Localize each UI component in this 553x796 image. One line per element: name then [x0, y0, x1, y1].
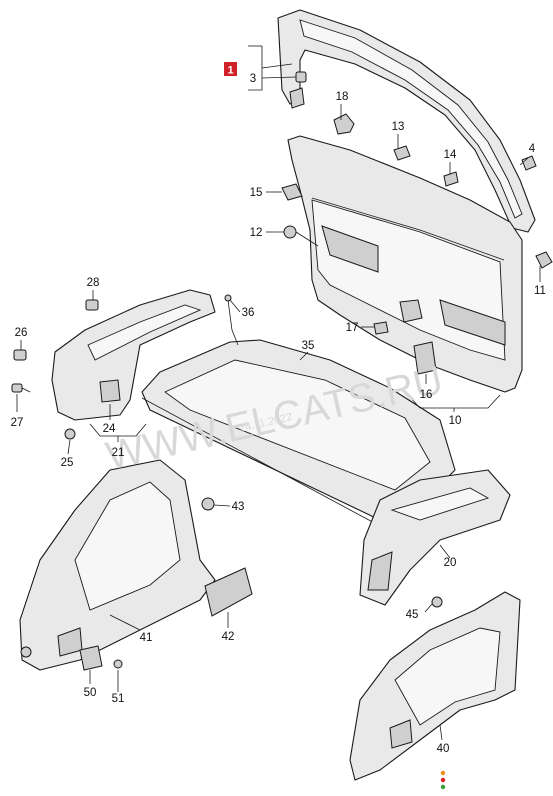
- highlight-number: 1: [227, 65, 233, 77]
- tailgate-upper-trim[interactable]: [277, 9, 536, 233]
- status-indicator: [440, 770, 446, 790]
- clip-11[interactable]: [535, 251, 553, 269]
- callout-4[interactable]: 4: [529, 143, 536, 155]
- callout-26[interactable]: 26: [15, 327, 28, 339]
- highlight-badge[interactable]: 1: [224, 62, 237, 77]
- indicator-dot-red: [440, 777, 446, 783]
- callout-27[interactable]: 27: [11, 417, 24, 429]
- callout-10[interactable]: 10: [449, 415, 462, 427]
- callout-35[interactable]: 35: [302, 340, 315, 352]
- left-upper-trim[interactable]: [51, 289, 216, 421]
- callout-25[interactable]: 25: [61, 457, 74, 469]
- screw-27[interactable]: [11, 383, 31, 393]
- callout-24[interactable]: 24: [103, 423, 116, 435]
- clip-3[interactable]: [295, 71, 307, 83]
- callouts: 3 4 18 13 14 15 12 11 17 16 10 28 26 27 …: [11, 73, 546, 755]
- screw-12[interactable]: [283, 225, 319, 247]
- clip-18[interactable]: [333, 113, 355, 135]
- callout-50[interactable]: 50: [84, 687, 97, 699]
- callout-51[interactable]: 51: [112, 693, 125, 705]
- leader-lines: [16, 45, 541, 741]
- callout-16[interactable]: 16: [420, 389, 433, 401]
- bracket-50[interactable]: [79, 645, 103, 671]
- callout-43[interactable]: 43: [232, 501, 245, 513]
- callout-18[interactable]: 18: [336, 91, 349, 103]
- clip-14[interactable]: [443, 171, 459, 187]
- screw-51[interactable]: [113, 659, 123, 669]
- callout-3[interactable]: 3: [250, 73, 256, 85]
- indicator-dot-green: [440, 784, 446, 790]
- screw-45[interactable]: [431, 596, 443, 608]
- callout-14[interactable]: 14: [444, 149, 457, 161]
- right-upper-trim[interactable]: [359, 469, 511, 606]
- luggage-cover[interactable]: [141, 339, 456, 527]
- callout-13[interactable]: 13: [392, 121, 405, 133]
- cover-42[interactable]: [204, 567, 253, 617]
- clip-28[interactable]: [85, 299, 99, 311]
- left-lower-trim[interactable]: [19, 459, 216, 671]
- holder-15[interactable]: [281, 183, 303, 201]
- callout-15[interactable]: 15: [250, 187, 263, 199]
- callout-20[interactable]: 20: [444, 557, 457, 569]
- indicator-dot-orange: [440, 770, 446, 776]
- callout-41[interactable]: 41: [140, 632, 153, 644]
- highlight-box: [224, 62, 237, 76]
- clip-17[interactable]: [373, 321, 389, 335]
- callout-21[interactable]: 21: [112, 447, 125, 459]
- callout-42[interactable]: 42: [222, 631, 235, 643]
- callout-36[interactable]: 36: [242, 307, 255, 319]
- cable-36[interactable]: [224, 294, 239, 346]
- tailgate-lower-trim[interactable]: [287, 135, 523, 393]
- cover-16[interactable]: [413, 341, 437, 375]
- grip-13[interactable]: [393, 145, 411, 161]
- callout-11[interactable]: 11: [534, 285, 546, 297]
- callout-17[interactable]: 17: [346, 322, 359, 334]
- right-lower-trim[interactable]: [349, 591, 521, 781]
- callout-45[interactable]: 45: [406, 609, 419, 621]
- callout-40[interactable]: 40: [437, 743, 450, 755]
- screw-25[interactable]: [64, 428, 76, 440]
- callout-28[interactable]: 28: [87, 277, 100, 289]
- callout-12[interactable]: 12: [250, 227, 263, 239]
- screw-43[interactable]: [201, 497, 215, 511]
- clip-4[interactable]: [521, 155, 537, 171]
- clip-26[interactable]: [13, 349, 27, 361]
